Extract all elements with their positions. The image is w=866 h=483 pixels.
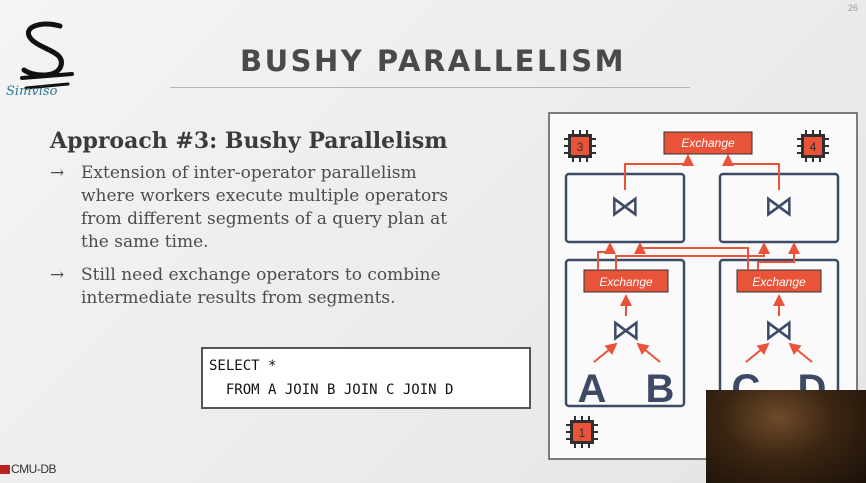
worker-label: 3	[577, 140, 584, 154]
join-icon: ⋈	[610, 189, 640, 224]
bullet-line: Still need exchange operators to combine	[81, 265, 441, 285]
sql-query-box: SELECT * FROM A JOIN B JOIN C JOIN D	[201, 347, 531, 409]
join-icon: ⋈	[611, 313, 641, 348]
worker-label: 4	[810, 140, 817, 154]
relation-a: A	[578, 367, 607, 411]
worker-chip-icon: 1	[566, 416, 598, 448]
join-icon: ⋈	[764, 313, 794, 348]
bullet-arrow-icon: →	[50, 163, 65, 183]
approach-heading: Approach #3: Bushy Parallelism	[50, 128, 448, 154]
exchange-label: Exchange	[599, 275, 653, 289]
bullet-1: → Extension of inter-operator parallelis…	[50, 162, 490, 254]
webcam-overlay	[706, 390, 866, 483]
bullet-line: from different segments of a query plan …	[81, 209, 448, 229]
join-icon: ⋈	[764, 189, 794, 224]
bullet-line: the same time.	[81, 232, 209, 252]
title-divider	[170, 87, 690, 88]
simviso-logo-icon	[20, 21, 74, 90]
bullet-line: intermediate results from segments.	[81, 288, 396, 308]
sql-line-1: SELECT *	[209, 358, 277, 374]
worker-1-left-segment	[564, 258, 686, 408]
bullet-line: where workers execute multiple operators	[81, 186, 449, 206]
exchange-label: Exchange	[752, 275, 806, 289]
slide-number: 26	[847, 3, 858, 13]
exchange-label: Exchange	[681, 136, 735, 150]
logo-text: Simviso	[6, 84, 58, 99]
cmu-db-logo: CMU-DB	[0, 462, 57, 476]
cmu-mark-icon	[0, 465, 10, 474]
worker-label: 1	[579, 426, 586, 440]
bullet-line: Extension of inter-operator parallelism	[81, 163, 417, 183]
worker-chip-icon: 3	[564, 130, 596, 162]
bullet-2: → Still need exchange operators to combi…	[50, 264, 490, 310]
worker-chip-icon: 4	[797, 130, 829, 162]
sql-line-2: FROM A JOIN B JOIN C JOIN D	[209, 382, 454, 398]
relation-b: B	[646, 367, 675, 411]
page-title: BUSHY PARALLELISM	[240, 44, 626, 78]
bullet-arrow-icon: →	[50, 265, 65, 285]
